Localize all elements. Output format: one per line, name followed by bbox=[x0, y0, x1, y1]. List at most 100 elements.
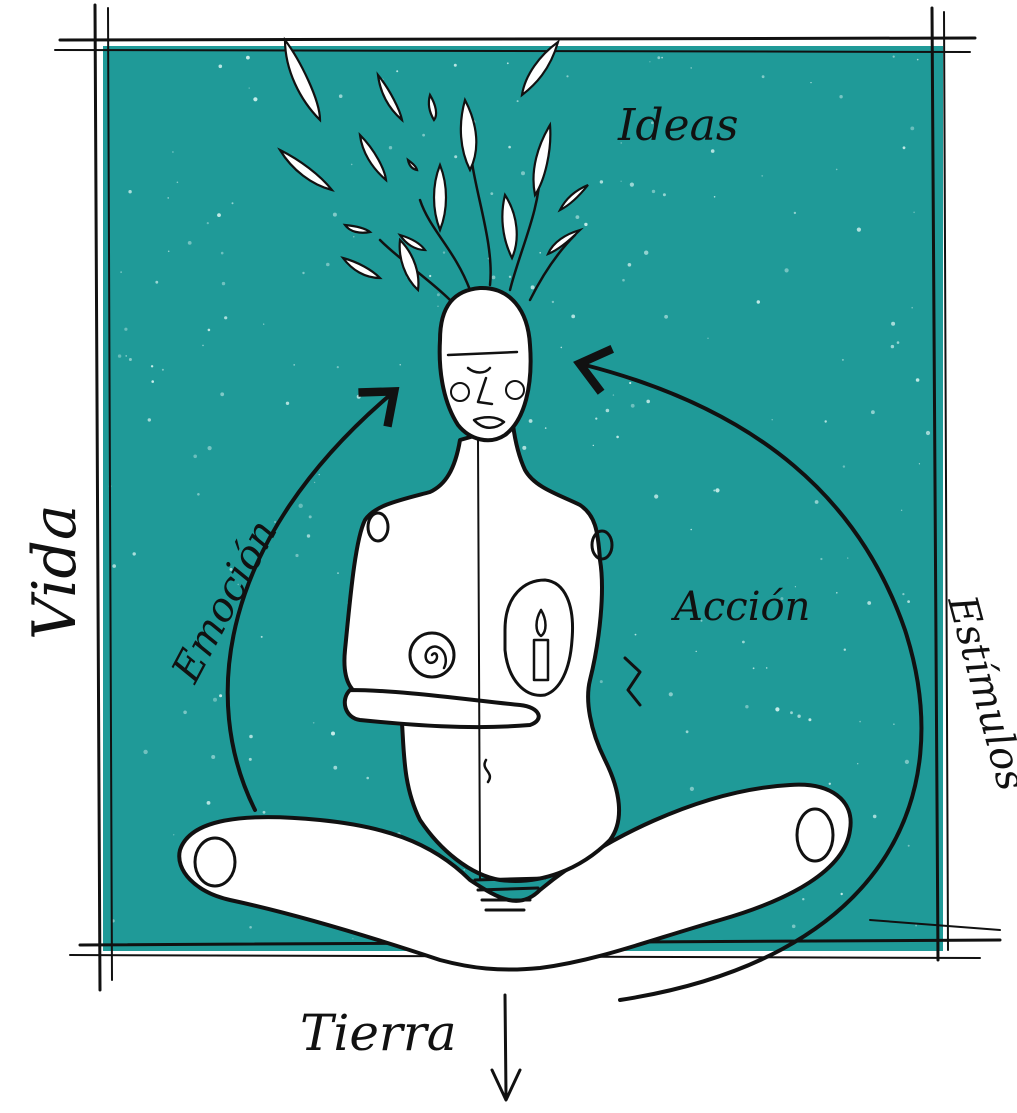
texture-speck bbox=[635, 634, 637, 636]
texture-speck bbox=[690, 67, 692, 69]
texture-speck bbox=[857, 763, 858, 764]
texture-speck bbox=[761, 175, 763, 177]
texture-speck bbox=[202, 345, 204, 347]
texture-speck bbox=[128, 190, 131, 193]
texture-speck bbox=[177, 182, 179, 184]
texture-speck bbox=[143, 750, 147, 754]
texture-speck bbox=[657, 56, 660, 59]
texture-speck bbox=[217, 213, 221, 217]
texture-speck bbox=[437, 306, 438, 307]
texture-speck bbox=[221, 252, 224, 255]
texture-speck bbox=[606, 409, 610, 413]
texture-speck bbox=[293, 364, 295, 366]
texture-speck bbox=[463, 869, 465, 871]
texture-speck bbox=[836, 592, 838, 594]
texture-speck bbox=[915, 925, 917, 927]
texture-speck bbox=[593, 445, 594, 446]
texture-speck bbox=[302, 272, 304, 274]
texture-speck bbox=[213, 698, 217, 702]
texture-speck bbox=[841, 893, 843, 895]
texture-speck bbox=[222, 282, 225, 285]
texture-speck bbox=[539, 252, 541, 254]
texture-speck bbox=[802, 898, 804, 900]
texture-speck bbox=[842, 359, 844, 361]
texture-speck bbox=[905, 760, 909, 764]
texture-speck bbox=[183, 711, 187, 715]
texture-speck bbox=[571, 315, 575, 319]
texture-speck bbox=[762, 75, 765, 78]
texture-speck bbox=[926, 431, 930, 435]
texture-speck bbox=[299, 504, 303, 508]
texture-speck bbox=[337, 366, 339, 368]
texture-speck bbox=[509, 276, 511, 278]
texture-speck bbox=[792, 925, 796, 929]
texture-speck bbox=[613, 394, 614, 395]
texture-speck bbox=[352, 938, 353, 939]
texture-speck bbox=[661, 57, 663, 59]
texture-speck bbox=[908, 845, 910, 847]
texture-speck bbox=[249, 735, 253, 739]
texture-speck bbox=[422, 134, 425, 137]
texture-speck bbox=[621, 181, 622, 182]
texture-speck bbox=[772, 419, 773, 420]
texture-speck bbox=[389, 146, 392, 149]
texture-speck bbox=[219, 65, 223, 69]
texture-speck bbox=[775, 707, 779, 711]
texture-speck bbox=[584, 223, 587, 226]
texture-speck bbox=[120, 271, 122, 273]
texture-speck bbox=[630, 183, 634, 187]
texture-speck bbox=[663, 193, 666, 196]
texture-speck bbox=[337, 572, 339, 574]
texture-speck bbox=[916, 378, 920, 382]
texture-speck bbox=[307, 534, 310, 537]
texture-speck bbox=[690, 529, 692, 531]
texture-speck bbox=[118, 354, 121, 357]
texture-speck bbox=[353, 236, 354, 237]
texture-speck bbox=[715, 488, 719, 492]
texture-speck bbox=[162, 369, 164, 371]
texture-speck bbox=[891, 322, 895, 326]
texture-speck bbox=[664, 315, 668, 319]
texture-speck bbox=[753, 667, 755, 669]
texture-speck bbox=[839, 95, 842, 98]
texture-speck bbox=[686, 730, 689, 733]
texture-speck bbox=[707, 338, 708, 339]
texture-speck bbox=[561, 347, 563, 349]
texture-speck bbox=[631, 404, 635, 408]
texture-speck bbox=[873, 815, 877, 819]
texture-speck bbox=[829, 783, 831, 785]
texture-speck bbox=[696, 651, 697, 652]
texture-speck bbox=[901, 510, 902, 511]
texture-speck bbox=[522, 446, 526, 450]
texture-speck bbox=[808, 718, 811, 721]
texture-speck bbox=[867, 601, 871, 605]
texture-speck bbox=[339, 94, 343, 98]
texture-speck bbox=[629, 382, 631, 384]
texture-speck bbox=[517, 100, 519, 102]
texture-speck bbox=[797, 715, 800, 718]
texture-speck bbox=[919, 463, 920, 464]
texture-speck bbox=[490, 192, 493, 195]
texture-speck bbox=[566, 75, 568, 77]
texture-speck bbox=[208, 446, 212, 450]
texture-speck bbox=[521, 171, 525, 175]
texture-speck bbox=[129, 358, 132, 361]
texture-speck bbox=[810, 82, 811, 83]
texture-speck bbox=[173, 834, 174, 835]
texture-speck bbox=[600, 680, 603, 683]
texture-speck bbox=[224, 316, 227, 319]
texture-speck bbox=[326, 263, 330, 267]
texture-speck bbox=[644, 251, 648, 255]
texture-speck bbox=[545, 427, 547, 429]
texture-speck bbox=[913, 212, 915, 214]
texture-speck bbox=[903, 146, 906, 149]
texture-speck bbox=[646, 400, 650, 404]
texture-speck bbox=[253, 97, 257, 101]
texture-speck bbox=[815, 500, 819, 504]
texture-speck bbox=[649, 61, 650, 62]
texture-speck bbox=[893, 56, 895, 58]
texture-speck bbox=[910, 126, 914, 130]
texture-speck bbox=[690, 787, 694, 791]
texture-speck bbox=[167, 197, 169, 199]
